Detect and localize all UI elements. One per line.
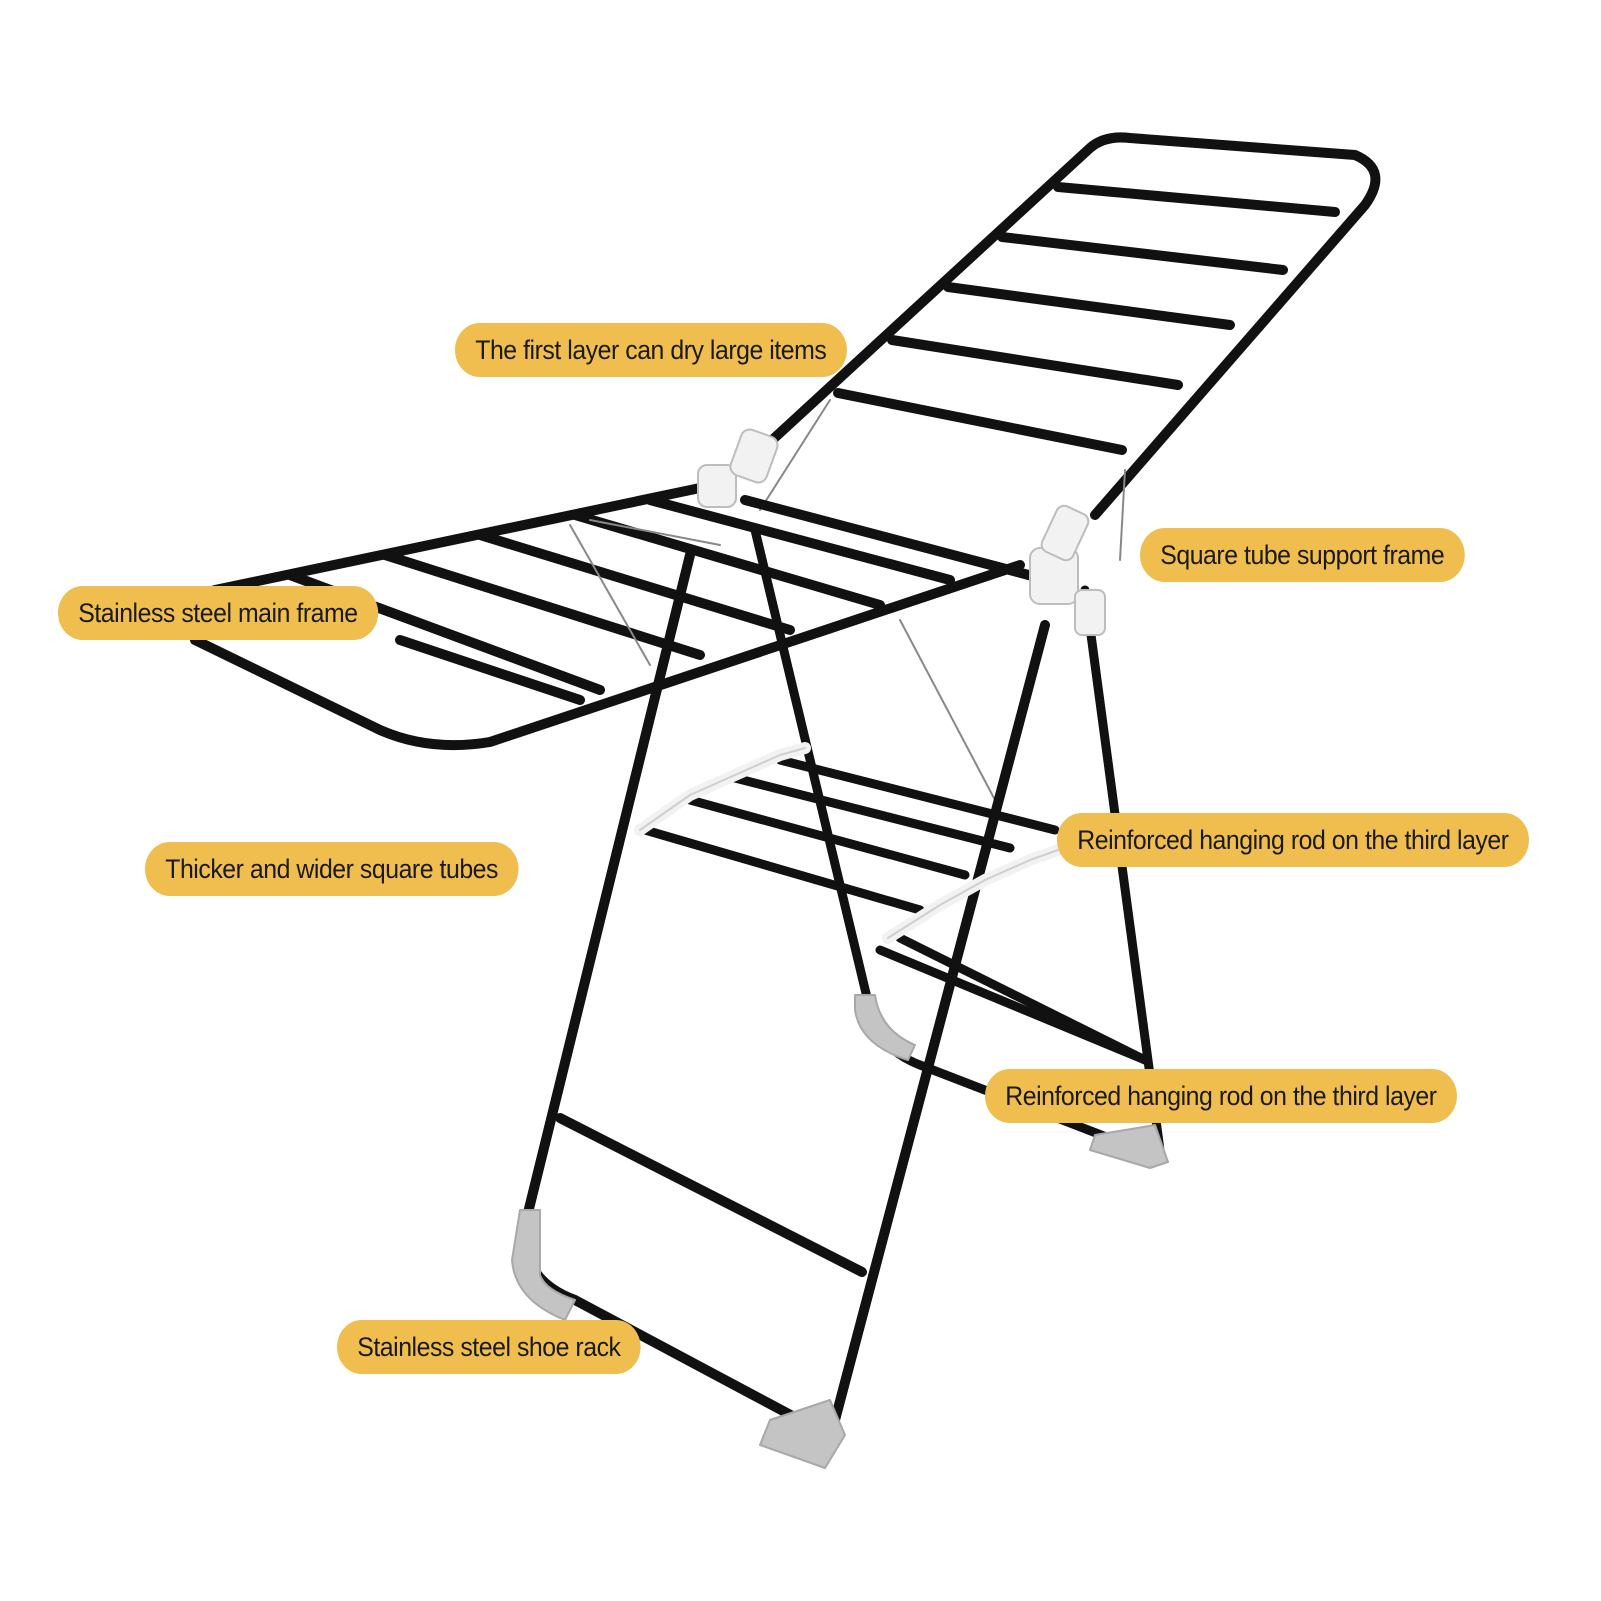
- callout-square-tubes: Thicker and wider square tubes: [145, 842, 519, 896]
- callout-third-layer-lower: Reinforced hanging rod on the third laye…: [985, 1069, 1457, 1123]
- upper-wing-support-wires: [759, 399, 1126, 801]
- leg-feet: [511, 994, 1169, 1469]
- callout-third-layer-upper: Reinforced hanging rod on the third laye…: [1057, 813, 1529, 867]
- callout-main-frame: Stainless steel main frame: [58, 586, 378, 640]
- callout-first-layer: The first layer can dry large items: [455, 323, 847, 377]
- callout-support-frame: Square tube support frame: [1140, 528, 1465, 582]
- callout-shoe-rack: Stainless steel shoe rack: [337, 1320, 641, 1374]
- hinge-joints: [697, 428, 1106, 636]
- upper-wing-frame: [740, 132, 1381, 520]
- third-layer-shelf: [634, 742, 1150, 1065]
- left-wing-wires: [569, 519, 721, 666]
